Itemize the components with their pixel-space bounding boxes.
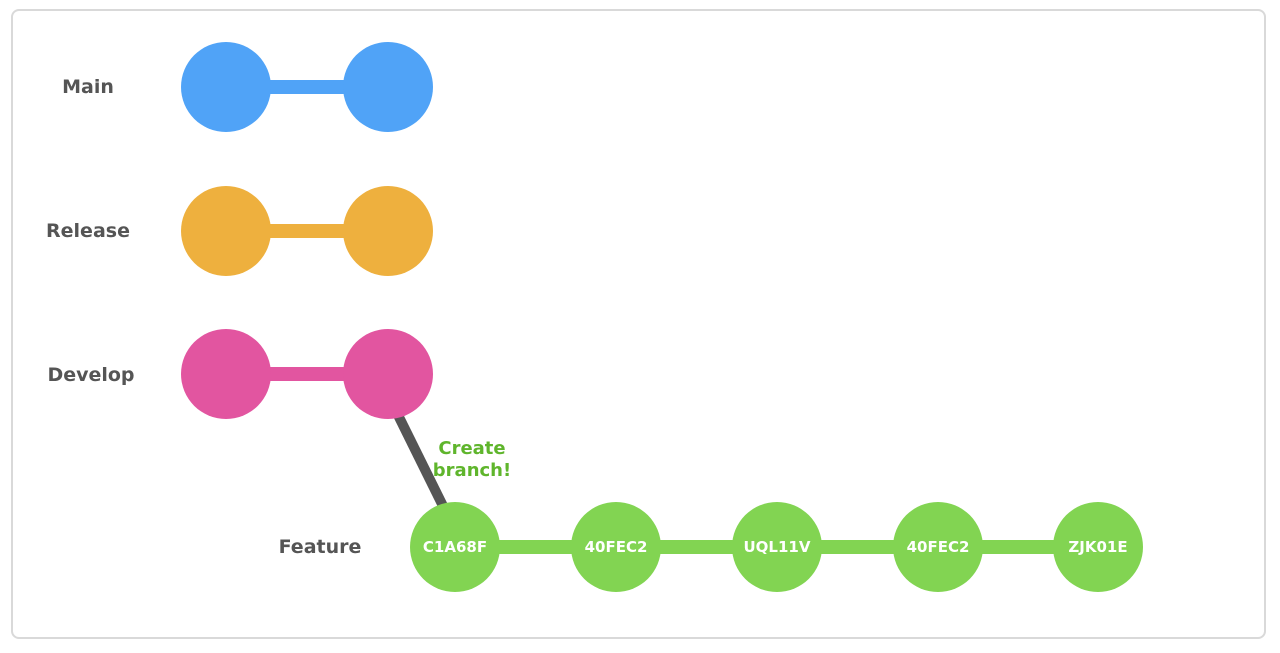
lane-label-release: Release — [46, 220, 130, 242]
lane-label-develop: Develop — [47, 364, 134, 386]
lane-develop-commits — [181, 329, 433, 419]
release-commit-2[interactable] — [343, 186, 433, 276]
create-branch-annotation: Create branch! — [433, 438, 511, 481]
lane-label-feature: Feature — [279, 536, 362, 558]
feature-commit-5[interactable] — [1053, 502, 1143, 592]
lane-feature: Feature C1A68F 40FEC2 UQL11V 40FEC2 ZJK0… — [279, 502, 1143, 592]
feature-commit-3[interactable] — [732, 502, 822, 592]
release-commit-1[interactable] — [181, 186, 271, 276]
feature-commit-4-label: 40FEC2 — [907, 538, 970, 556]
lane-main: Main — [62, 42, 433, 132]
feature-commit-1-label: C1A68F — [423, 538, 487, 556]
feature-commit-2[interactable] — [571, 502, 661, 592]
feature-commit-5-label: ZJK01E — [1068, 538, 1127, 556]
annotation-line-2: branch! — [433, 460, 511, 481]
annotation-line-1: Create — [438, 438, 505, 459]
main-commit-1[interactable] — [181, 42, 271, 132]
feature-commit-1[interactable] — [410, 502, 500, 592]
feature-commit-4[interactable] — [893, 502, 983, 592]
main-commit-2[interactable] — [343, 42, 433, 132]
develop-commit-2[interactable] — [343, 329, 433, 419]
branch-connector — [392, 410, 448, 509]
develop-commit-1[interactable] — [181, 329, 271, 419]
lane-label-main: Main — [62, 76, 114, 98]
lane-release: Release — [46, 186, 433, 276]
feature-commit-3-label: UQL11V — [744, 538, 811, 556]
feature-commit-2-label: 40FEC2 — [585, 538, 648, 556]
